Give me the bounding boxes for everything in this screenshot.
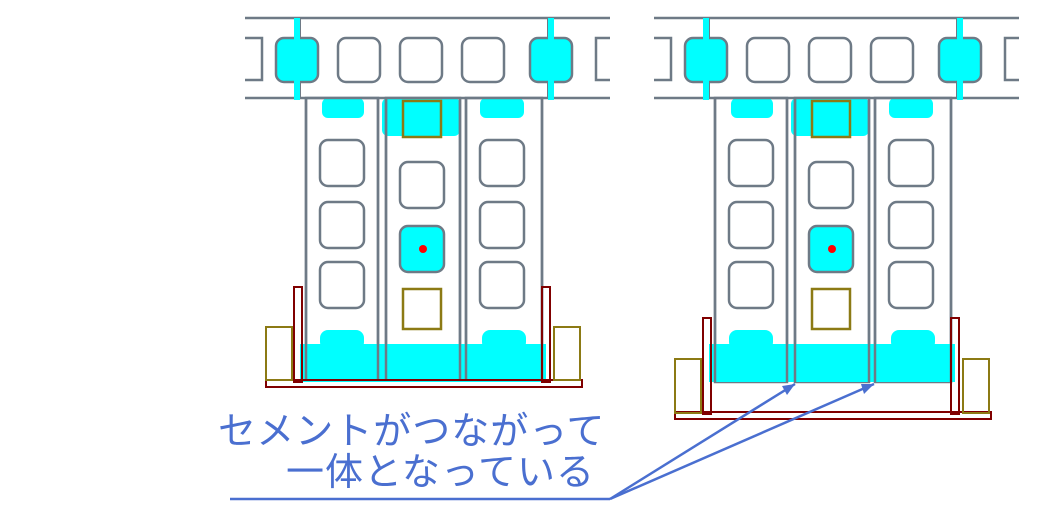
cement-filled-cell	[528, 36, 574, 84]
callout-arrow-line	[609, 382, 875, 501]
hollow-cell	[478, 200, 526, 250]
arrowhead-icon	[782, 384, 795, 395]
cement-bottom-cell	[811, 356, 855, 376]
spacer-square	[401, 287, 443, 331]
top-block-half-cell	[654, 36, 673, 82]
annotation-line-2: 一体となっている	[286, 450, 595, 494]
hollow-cell	[887, 138, 935, 188]
hollow-cell	[727, 138, 775, 188]
cement-filled-cell	[683, 36, 729, 84]
cement-seam	[294, 18, 300, 43]
cement-filled-cell	[274, 36, 320, 84]
hollow-cell	[887, 260, 935, 310]
cement-seam	[703, 18, 709, 43]
cement-seam	[957, 18, 963, 43]
cement-bottom-cell	[320, 330, 364, 350]
side-form-left	[702, 317, 712, 415]
top-block-half-cell	[1003, 36, 1019, 82]
callout-arrows	[230, 382, 875, 501]
side-form-right	[541, 286, 551, 383]
side-spacer-right	[553, 326, 581, 381]
cement-top-mid	[382, 98, 460, 136]
spacer-square	[810, 287, 852, 331]
cement-top-left	[322, 98, 364, 118]
cement-bottom-cell	[891, 330, 935, 350]
hollow-cell	[478, 138, 526, 188]
hollow-cell	[398, 160, 446, 210]
side-form-left	[293, 286, 303, 383]
cement-bottom-cell	[729, 330, 773, 350]
hollow-cell	[745, 36, 791, 84]
left-assembly	[245, 16, 610, 388]
cement-seam	[294, 80, 300, 100]
side-spacer-left	[265, 326, 293, 381]
hollow-cell	[478, 260, 526, 310]
cement-seam	[548, 80, 554, 100]
cement-top-mid	[791, 98, 869, 136]
side-spacer-left	[674, 358, 702, 414]
spacer-square	[810, 99, 852, 139]
right-assembly	[654, 16, 1019, 420]
hollow-cell	[869, 36, 915, 84]
cement-top-right	[480, 98, 524, 118]
spacer-square	[401, 99, 443, 139]
cement-filled-cell	[937, 36, 983, 84]
hollow-cell	[318, 138, 366, 188]
red-dot-icon	[419, 245, 427, 253]
cement-seam	[703, 80, 709, 100]
cement-seam	[957, 80, 963, 100]
top-block-half-cell	[245, 36, 264, 82]
arrowhead-icon	[861, 384, 874, 394]
callout-arrow-line	[609, 382, 796, 501]
hollow-cell	[460, 36, 506, 84]
hollow-cell	[336, 36, 382, 84]
hollow-cell	[807, 36, 853, 84]
hollow-cell	[887, 200, 935, 250]
hollow-cell	[398, 36, 444, 84]
top-block-half-cell	[594, 36, 610, 82]
side-form-right	[950, 317, 960, 415]
hollow-cell	[727, 200, 775, 250]
cement-bottom-cell	[482, 330, 526, 350]
cement-top-left	[731, 98, 773, 118]
hollow-cell	[807, 160, 855, 210]
side-spacer-right	[962, 358, 990, 414]
hollow-cell	[318, 260, 366, 310]
cement-top-right	[889, 98, 933, 118]
cement-seam	[548, 18, 554, 43]
base-plate	[674, 411, 992, 420]
annotation-line-1: セメントがつながって	[218, 409, 606, 453]
hollow-cell	[727, 260, 775, 310]
base-plate	[265, 379, 583, 388]
red-dot-icon	[828, 245, 836, 253]
cement-bottom-cell	[402, 356, 446, 376]
hollow-cell	[318, 200, 366, 250]
